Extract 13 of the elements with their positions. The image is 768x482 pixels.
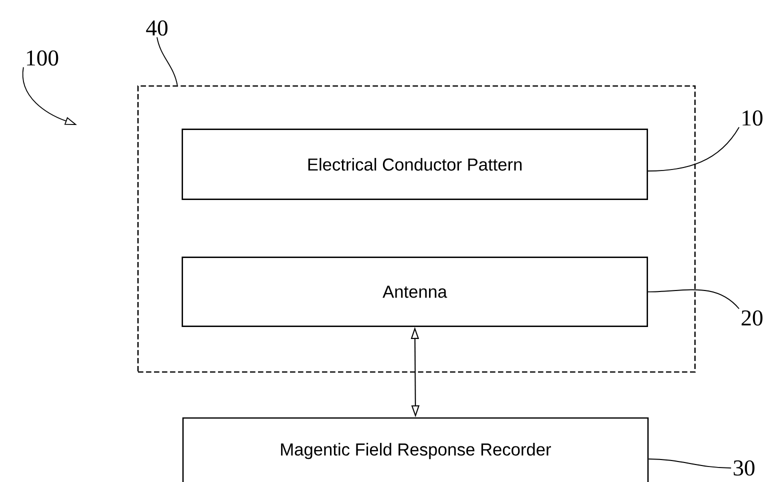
leader-line	[648, 126, 740, 172]
reference-numeral: 40	[146, 20, 168, 36]
leader-line	[648, 458, 732, 468]
reference-numeral: 20	[742, 310, 762, 326]
reference-numeral: 100	[27, 50, 58, 66]
dashed-frame	[137, 85, 696, 373]
leader-line	[156, 36, 178, 86]
leader-line	[648, 289, 740, 310]
block-box: Magentic Field Response Recorder	[182, 417, 649, 482]
block-box: Electrical Conductor Pattern	[182, 128, 648, 200]
block-box: Antenna	[182, 256, 648, 327]
reference-numeral: 10	[742, 110, 762, 126]
reference-numeral: 30	[734, 460, 754, 476]
